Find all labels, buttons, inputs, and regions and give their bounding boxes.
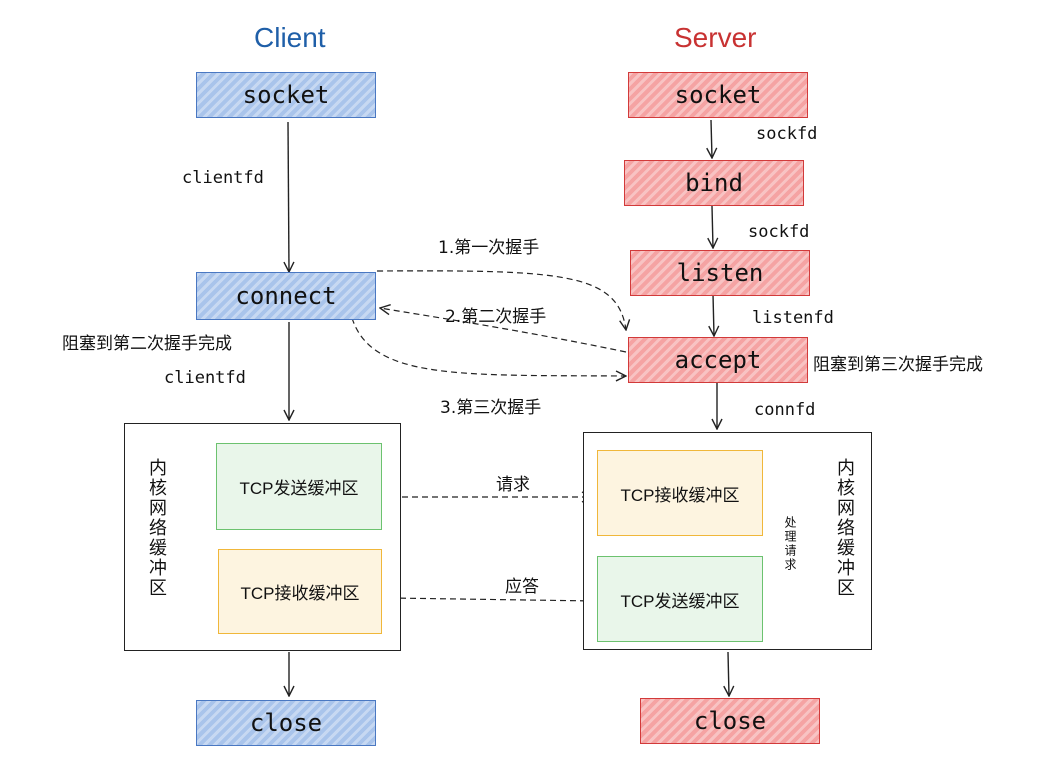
server-fd-label-listenfd: listenfd xyxy=(752,308,834,328)
client-kernel-label: 内核网络缓冲区 xyxy=(146,458,167,598)
server-socket-node: socket xyxy=(628,72,808,118)
server-listen-node: listen xyxy=(630,250,810,296)
arrow-listen-to-accept xyxy=(713,293,714,336)
client-title: Client xyxy=(254,22,326,53)
client-recv-buffer: TCP接收缓冲区 xyxy=(218,549,382,634)
arrow-response xyxy=(390,598,597,601)
client-close-node: close xyxy=(196,700,376,746)
client-socket-node: socket xyxy=(196,72,376,118)
arrow-bind-to-listen xyxy=(712,205,713,248)
server-accept-node: accept xyxy=(628,337,808,383)
arrow-socket-to-connect xyxy=(288,121,289,272)
client-send-buffer: TCP发送缓冲区 xyxy=(216,443,382,530)
handshake-second-label: 2.第二次握手 xyxy=(445,307,547,327)
server-title: Server xyxy=(674,22,757,53)
handshake-third-label: 3.第三次握手 xyxy=(440,398,542,418)
client-connect-node: connect xyxy=(196,272,376,320)
arrow-second-handshake xyxy=(380,308,627,353)
server-send-buffer: TCP发送缓冲区 xyxy=(597,556,763,642)
client-fd-label-1: clientfd xyxy=(182,168,264,188)
arrow-socket-to-bind xyxy=(711,119,712,158)
arrow-first-handshake xyxy=(376,270,626,330)
server-fd-label-sockfd-2: sockfd xyxy=(748,222,810,242)
server-recv-buffer: TCP接收缓冲区 xyxy=(597,450,763,536)
server-process-request-label: 处理请求 xyxy=(783,516,797,572)
server-fd-label-connfd: connfd xyxy=(754,400,816,420)
server-bind-node: bind xyxy=(624,160,804,206)
arrow-third-handshake xyxy=(351,317,626,376)
arrow-kernel-to-close-server xyxy=(728,651,729,696)
response-label: 应答 xyxy=(505,577,539,597)
server-block-note: 阻塞到第三次握手完成 xyxy=(813,355,983,375)
request-label: 请求 xyxy=(496,475,530,495)
client-block-note: 阻塞到第二次握手完成 xyxy=(62,334,232,354)
server-fd-label-sockfd-1: sockfd xyxy=(756,124,818,144)
server-close-node: close xyxy=(640,698,820,744)
server-kernel-label: 内核网络缓冲区 xyxy=(834,458,855,598)
client-fd-label-2: clientfd xyxy=(164,368,246,388)
handshake-first-label: 1.第一次握手 xyxy=(438,238,540,258)
